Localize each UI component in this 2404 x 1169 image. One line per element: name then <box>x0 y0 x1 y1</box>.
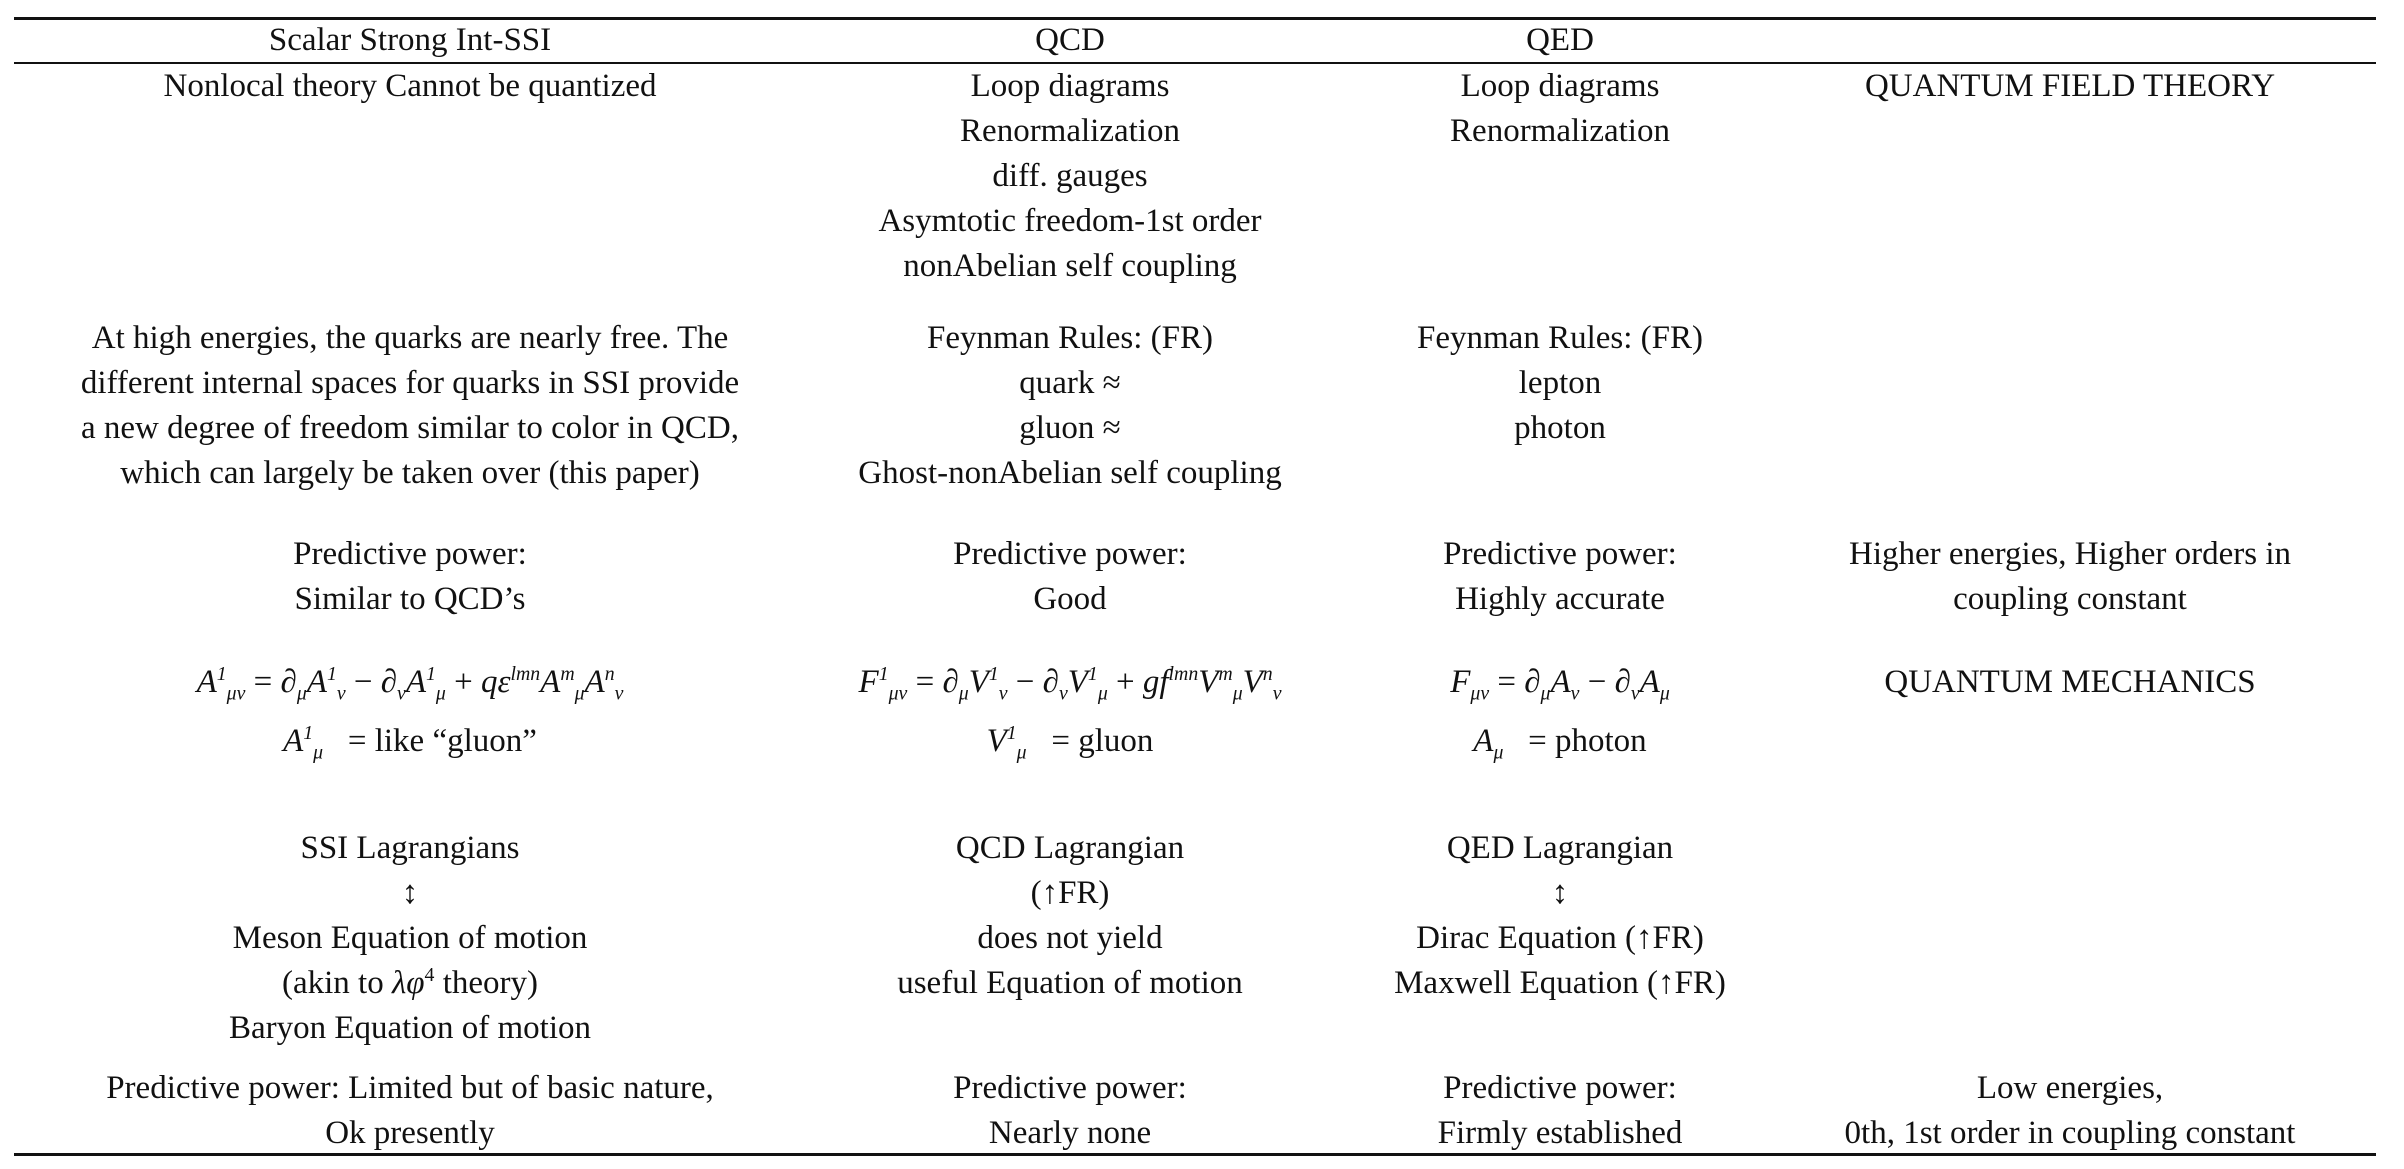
row5-qed: QED Lagrangian ↕ Dirac Equation (↑FR) Ma… <box>1394 830 1726 1001</box>
qed-field-equation: Fμν = ∂μAν − ∂νAμ <box>1450 664 1670 705</box>
row4-qcd-field-strength: F1μν = ∂μV1ν − ∂νV1μ + gflmnVmμVnν V1μ =… <box>780 660 1360 764</box>
row3-theory: Higher energies, Higher orders in coupli… <box>1848 536 2291 617</box>
row1-qed: Loop diagrams Renormalization <box>1450 68 1670 149</box>
row2-ssi: At high energies, the quarks are nearly … <box>80 320 740 491</box>
row3-qcd: Predictive power: Good <box>953 536 1187 617</box>
lambda-phi4-symbol: λφ4 <box>391 964 435 1001</box>
row3-qed: Predictive power: Highly accurate <box>1443 536 1677 617</box>
table-header-rule <box>14 62 2376 64</box>
row3-ssi: Predictive power: Similar to QCD’s <box>293 536 527 617</box>
qed-field-symbol: Aμ <box>1473 723 1504 764</box>
header-ssi: Scalar Strong Int-SSI <box>268 22 552 58</box>
ssi-field-equation: A1μν = ∂μA1ν − ∂νA1μ + qεlmnAmμAnν <box>196 663 624 705</box>
ssi-field-symbol: A1μ <box>283 722 324 764</box>
row5-qcd: QCD Lagrangian (↑FR) does not yield usef… <box>897 830 1243 1001</box>
row5-ssi: SSI Lagrangians ↕ Meson Equation of moti… <box>228 830 592 1046</box>
row6-qcd: Predictive power: Nearly none <box>953 1070 1187 1151</box>
table-top-rule <box>14 17 2376 20</box>
row1-theory: QUANTUM FIELD THEORY <box>1864 68 2276 104</box>
ssi-field-meaning: = like “gluon” <box>347 723 537 759</box>
row4-qed-field-strength: Fμν = ∂μAν − ∂νAμ Aμ = photon <box>1320 660 1800 764</box>
row2-qed: Feynman Rules: (FR) lepton photon <box>1417 320 1703 446</box>
qcd-field-equation: F1μν = ∂μV1ν − ∂νV1μ + gflmnVmμVnν <box>858 663 1282 705</box>
qed-field-meaning: = photon <box>1528 723 1647 759</box>
row1-qcd: Loop diagrams Renormalization diff. gaug… <box>878 68 1262 284</box>
header-qed: QED <box>1526 22 1594 58</box>
qcd-field-meaning: = gluon <box>1051 723 1154 759</box>
row4-ssi-field-strength: A1μν = ∂μA1ν − ∂νA1μ + qεlmnAmμAnν A1μ =… <box>0 660 820 764</box>
row4-mechanics: QUANTUM MECHANICS <box>1884 664 2256 700</box>
row6-qed: Predictive power: Firmly established <box>1437 1070 1683 1151</box>
row1-ssi: Nonlocal theory Cannot be quantized <box>163 68 657 104</box>
header-qcd: QCD <box>1035 22 1105 58</box>
qcd-field-symbol: V1μ <box>986 722 1027 764</box>
table-bottom-rule <box>14 1153 2376 1156</box>
row6-ssi: Predictive power: Limited but of basic n… <box>106 1070 714 1151</box>
row6-mechanics: Low energies, 0th, 1st order in coupling… <box>1844 1070 2296 1151</box>
row2-qcd: Feynman Rules: (FR) quark ≈ gluon ≈ Ghos… <box>858 320 1282 491</box>
